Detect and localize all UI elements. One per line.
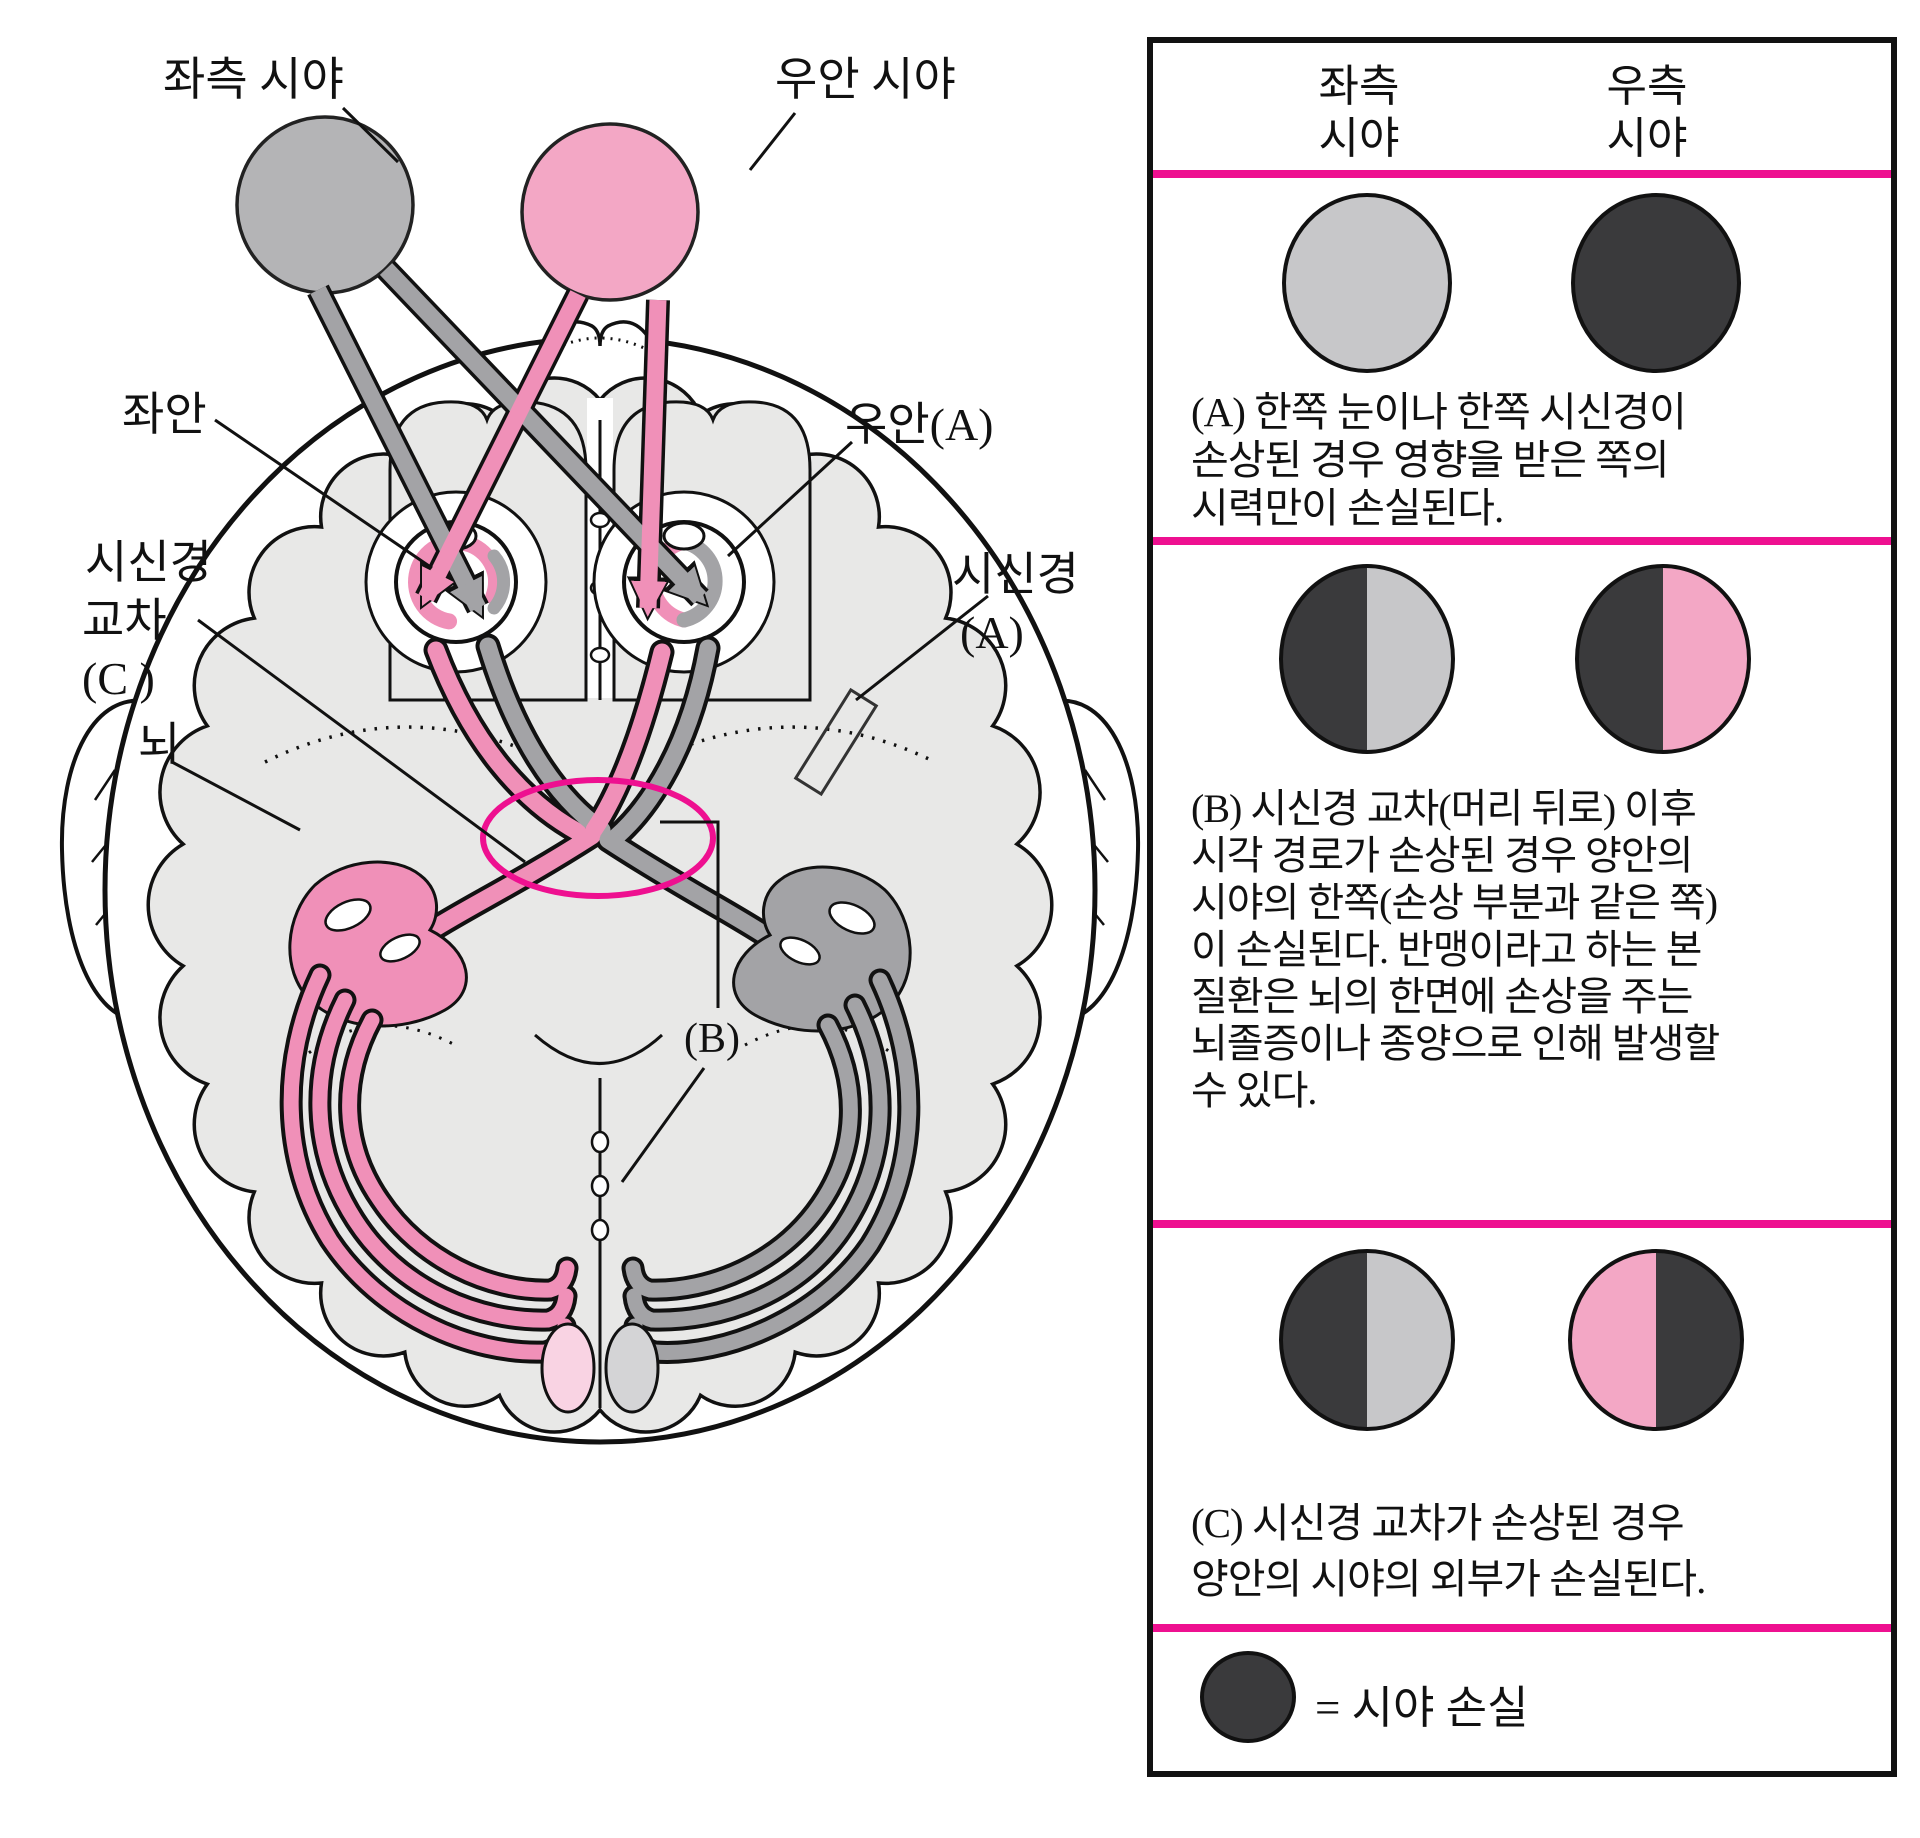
field-a-right <box>1571 193 1741 373</box>
text-c: (C) 시신경 교차가 손상된 경우 양안의 시야의 외부가 손실된다. <box>1191 1500 1706 1602</box>
midline-nub <box>589 646 611 664</box>
label-left-visual-field: 좌측 시야 <box>163 54 344 105</box>
midline-nub <box>590 1130 610 1154</box>
legend-label: = 시야 손실 <box>1315 1683 1529 1733</box>
legend-field-loss-swatch <box>1200 1651 1296 1743</box>
midline-nub <box>590 1218 610 1242</box>
field-arrows <box>307 260 710 622</box>
optic-nerves <box>419 633 781 950</box>
lesion-marker-b <box>620 820 720 1183</box>
left-retina-gray <box>487 549 511 615</box>
brain-pathway-diagram: 좌측 시야 우안 시야 좌안 시신경 교차 (C ) 뇌 우안(A) 시신경 (… <box>59 54 1141 1445</box>
field-c-right <box>1568 1249 1744 1431</box>
divider <box>1153 1220 1891 1228</box>
divider <box>1153 1624 1891 1632</box>
field-b-left <box>1279 564 1455 754</box>
field-c-left <box>1279 1249 1455 1431</box>
field-b-right <box>1575 564 1751 754</box>
occipital-v <box>534 1033 664 1065</box>
left-visual-field-circle <box>235 115 415 295</box>
midline-nub <box>590 1174 610 1198</box>
label-b-marker: (B) <box>684 1016 740 1062</box>
right-lgn <box>732 865 912 1033</box>
right-retina-gray <box>676 534 723 628</box>
visual-cortex-left <box>540 1322 596 1414</box>
divider <box>1153 170 1891 178</box>
lesion-marker-a <box>793 687 879 797</box>
left-lgn <box>288 860 468 1028</box>
label-brain: 뇌 <box>138 719 180 770</box>
label-right-eye-visual-field: 우안 시야 <box>775 54 956 105</box>
visual-cortex-right <box>604 1322 660 1414</box>
divider <box>1153 537 1891 545</box>
label-chiasm-3: (C ) <box>82 653 155 704</box>
sulcus-dotted-right <box>679 725 936 764</box>
label-left-eye: 좌안 <box>122 389 207 440</box>
sulcus-dotted-left <box>264 725 521 764</box>
right-lens <box>662 521 706 551</box>
text-a: (A) 한쪽 눈이나 한쪽 시신경이 손상된 경우 영향을 받은 쪽의 시력만이… <box>1191 389 1687 531</box>
text-b: (B) 시신경 교차(머리 뒤로) 이후 시각 경로가 손상된 경우 양안의 시… <box>1191 786 1720 1113</box>
label-chiasm-2: 교차 <box>82 595 167 646</box>
label-optic-nerve-1: 시신경 <box>952 549 1079 600</box>
pointer-lines <box>171 106 989 864</box>
chiasm-ring <box>480 777 716 899</box>
label-right-eye: 우안(A) <box>845 399 994 450</box>
label-chiasm-1: 시신경 <box>85 537 212 588</box>
field-a-left <box>1282 193 1452 373</box>
right-eye-visual-field-circle <box>520 122 700 302</box>
label-optic-nerve-2: (A) <box>960 607 1024 658</box>
